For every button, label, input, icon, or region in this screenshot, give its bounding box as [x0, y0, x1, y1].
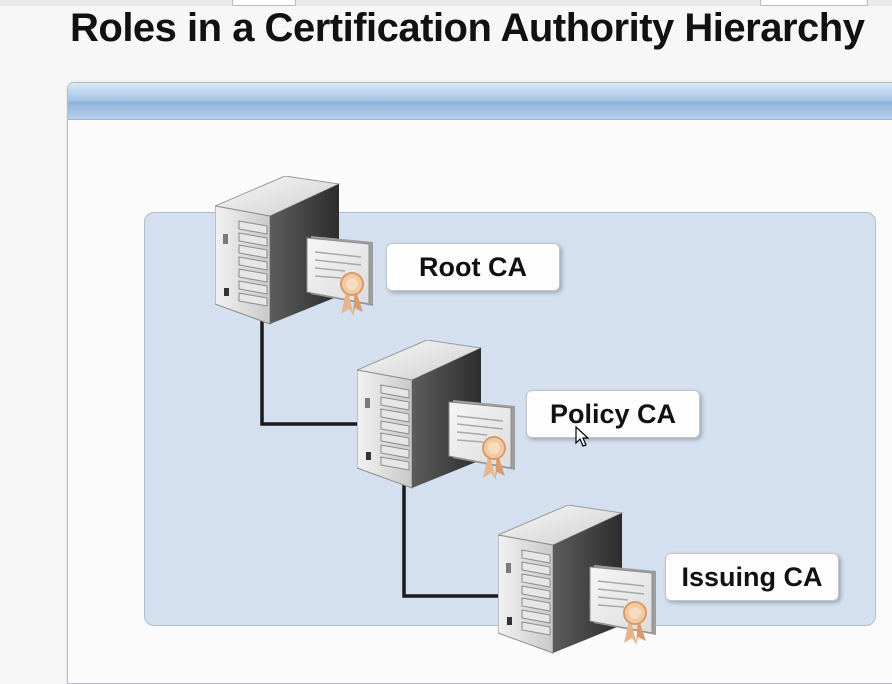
- toolbar-field[interactable]: [760, 0, 868, 6]
- connector-policy-issuing: [402, 478, 502, 598]
- top-strip: [0, 0, 892, 6]
- toolbar-field[interactable]: [232, 0, 296, 6]
- connector-root-policy: [260, 310, 362, 426]
- issuing-ca-server-icon: [498, 505, 657, 654]
- root-ca-label[interactable]: Root CA: [386, 243, 560, 291]
- issuing-ca-label[interactable]: Issuing CA: [665, 553, 839, 601]
- hierarchy-connectors: [260, 310, 502, 598]
- root-ca-server-icon: [215, 176, 374, 325]
- policy-ca-label[interactable]: Policy CA: [526, 390, 700, 438]
- mouse-pointer-icon: [575, 426, 589, 447]
- slide-title: Roles in a Certification Authority Hiera…: [70, 6, 865, 50]
- panel-title-bar: [68, 83, 892, 120]
- policy-ca-server-icon: [357, 340, 516, 489]
